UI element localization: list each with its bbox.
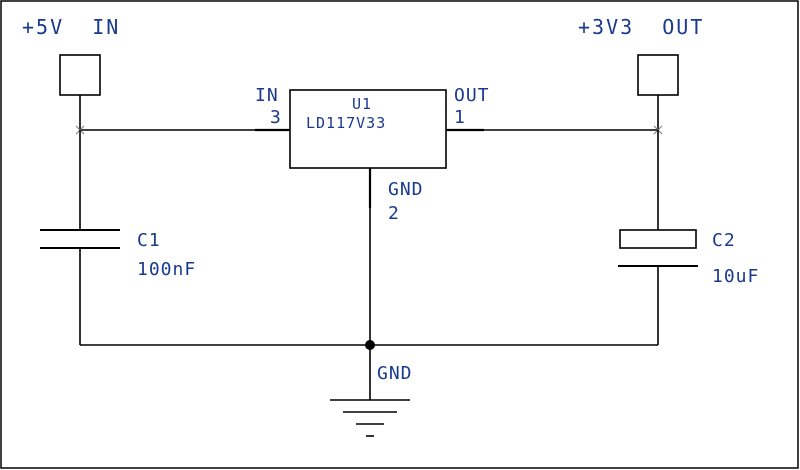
u1-pin-in-name: IN <box>255 85 279 106</box>
c1-reference: C1 <box>137 230 161 251</box>
input-port-label: +5V IN <box>22 15 120 39</box>
u1-reference: U1 <box>352 95 372 113</box>
u1-pin-in-number: 3 <box>270 107 282 128</box>
ground-net-label: GND <box>377 363 413 384</box>
u1-pin-out-number: 1 <box>454 107 466 128</box>
u1-value: LD117V33 <box>306 114 386 132</box>
c2-value: 10uF <box>712 266 759 287</box>
ground-junction-dot <box>365 340 375 350</box>
output-port-label: +3V3 OUT <box>578 15 704 39</box>
c2-reference: C2 <box>712 230 736 251</box>
u1-pin-gnd-name: GND <box>388 179 424 200</box>
input-connector[interactable] <box>59 54 101 96</box>
u1-pin-gnd-number: 2 <box>388 203 400 224</box>
output-connector[interactable] <box>637 54 679 96</box>
c1-value: 100nF <box>137 259 196 280</box>
ground-symbol-icon <box>330 399 410 437</box>
u1-pin-out-name: OUT <box>454 85 490 106</box>
c2-positive-plate <box>619 229 697 249</box>
